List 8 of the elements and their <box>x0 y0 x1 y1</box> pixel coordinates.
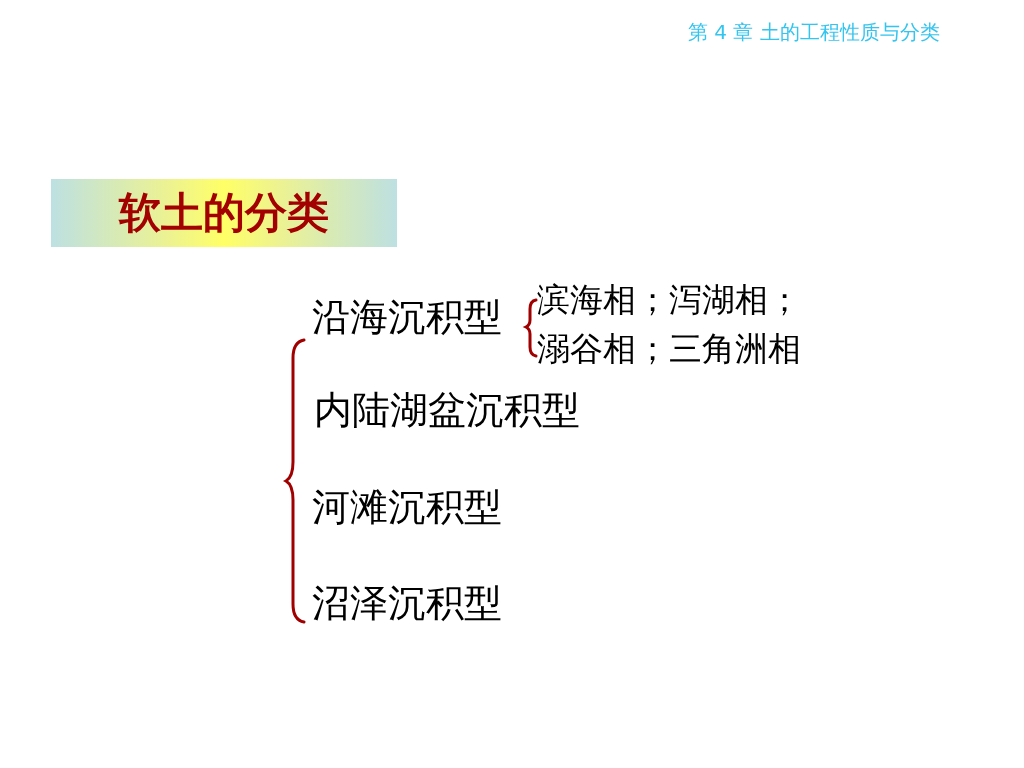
category-label: 河滩沉积型 <box>312 486 502 530</box>
category-label: 沼泽沉积型 <box>312 582 502 626</box>
chapter-header: 第 4 章 土的工程性质与分类 <box>688 21 940 44</box>
heading-text: 软土的分类 <box>119 189 329 237</box>
subcategory-text: 滨海相；泻湖相；溺谷相；三角洲相 <box>537 279 802 370</box>
category-label: 内陆湖盆沉积型 <box>314 389 580 433</box>
heading-banner <box>51 179 397 247</box>
category-label: 沿海沉积型 <box>312 296 502 340</box>
